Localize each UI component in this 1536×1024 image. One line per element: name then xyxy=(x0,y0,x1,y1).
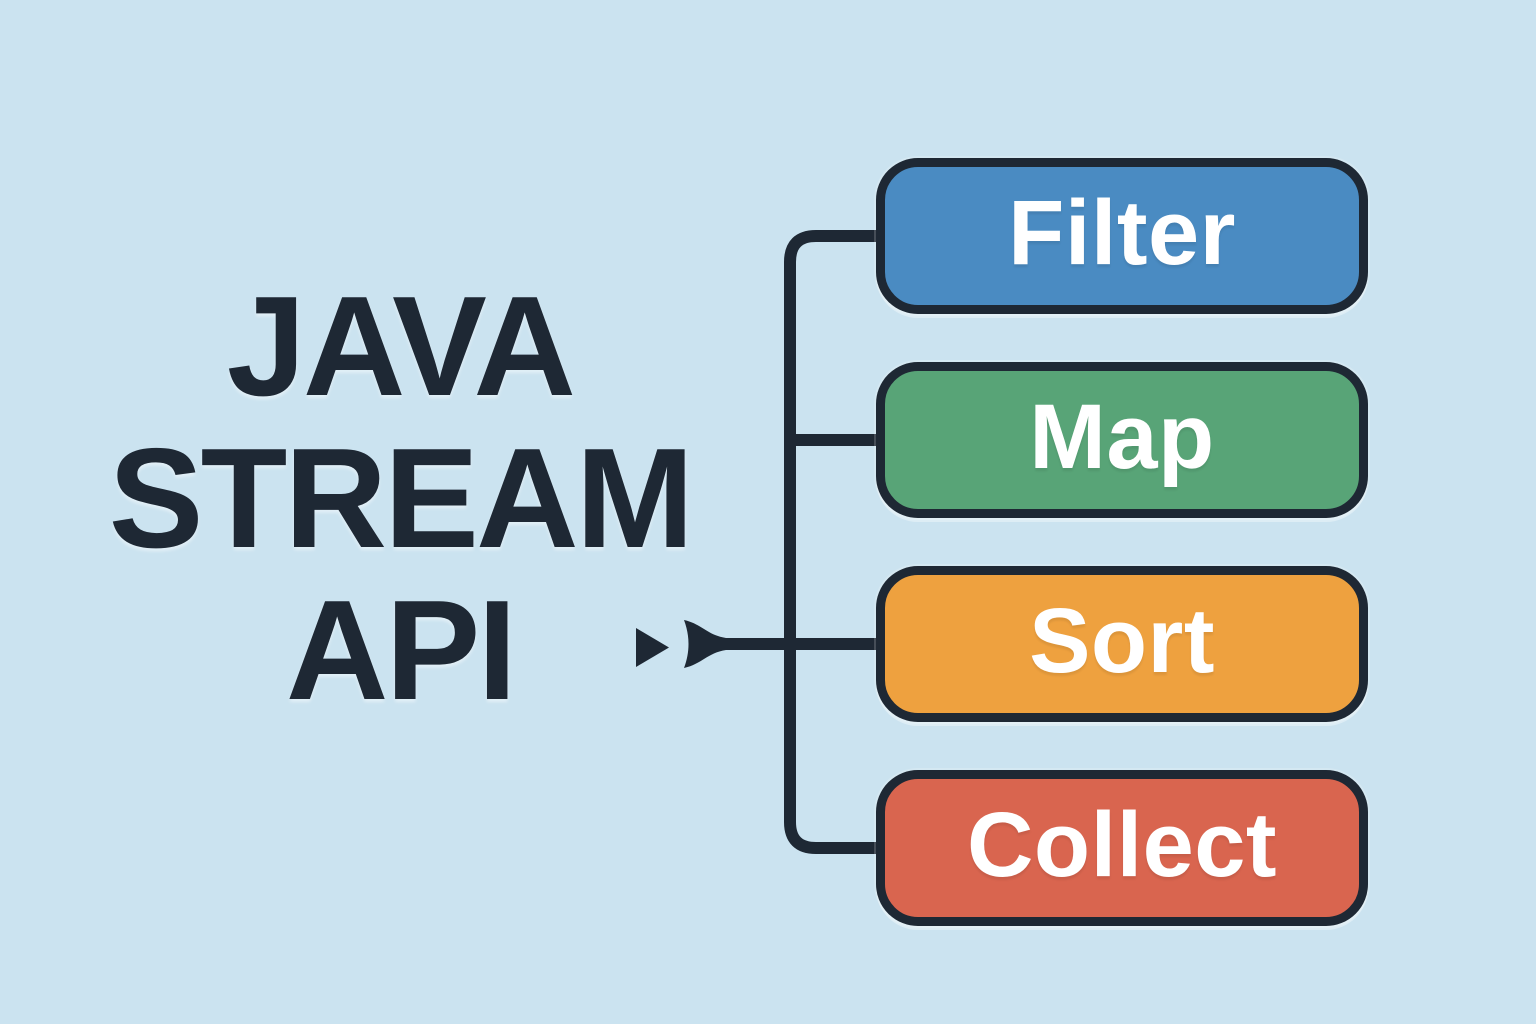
title-line-api: API xyxy=(285,571,517,730)
title-line-stream: STREAM xyxy=(108,419,694,578)
flow-arrow-icon xyxy=(636,628,669,667)
stage-sort-label: Sort xyxy=(1029,590,1215,692)
trunk-branch-line xyxy=(784,230,880,854)
title-line-java: JAVA xyxy=(226,267,576,426)
flow-funnel-icon xyxy=(684,620,734,668)
stage-collect: Collect xyxy=(876,770,1368,926)
diagram-title: JAVA STREAM API xyxy=(40,271,760,727)
stage-filter: Filter xyxy=(876,158,1368,314)
stage-map: Map xyxy=(876,362,1368,518)
stage-map-label: Map xyxy=(1029,386,1215,488)
stage-filter-label: Filter xyxy=(1008,182,1236,284)
stage-sort: Sort xyxy=(876,566,1368,722)
stage-collect-label: Collect xyxy=(967,794,1277,896)
